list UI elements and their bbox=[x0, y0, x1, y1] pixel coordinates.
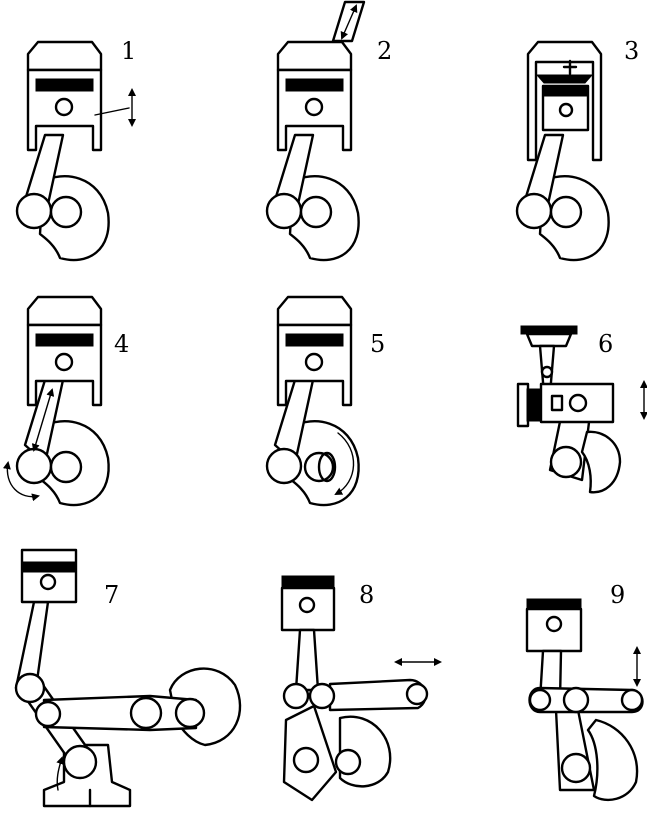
piston-pin bbox=[54, 352, 74, 372]
crankshaft-journal bbox=[49, 195, 83, 229]
panel-4-piston-crank: 4 bbox=[2, 295, 129, 507]
piston-pin bbox=[304, 97, 324, 117]
figure-label-5: 5 bbox=[370, 330, 385, 358]
journal-collar bbox=[317, 451, 337, 483]
figure-label-4: 4 bbox=[114, 330, 129, 358]
crank-pin bbox=[15, 192, 53, 230]
feed-motion-arrow bbox=[340, 4, 358, 40]
crank-pin bbox=[265, 192, 303, 230]
panel-3-piston-crank: 3 bbox=[515, 37, 639, 262]
swing-arc-arrow bbox=[2, 461, 40, 502]
left-crank-pin bbox=[292, 746, 320, 774]
crank-pin bbox=[515, 192, 553, 230]
rotation-arrow bbox=[334, 432, 355, 495]
link-pin-right bbox=[308, 682, 336, 710]
panel-1-piston-crank: 1 bbox=[15, 37, 136, 262]
piston-ring bbox=[542, 85, 589, 97]
crank-pin bbox=[15, 447, 53, 485]
link-pin-left bbox=[282, 682, 310, 710]
piston-ring bbox=[285, 78, 344, 92]
crankshaft-journal bbox=[299, 195, 333, 229]
cylinder-head bbox=[526, 40, 603, 162]
link-pin-left bbox=[528, 688, 552, 712]
bearing-shell bbox=[526, 388, 542, 422]
crank-pin bbox=[560, 752, 592, 784]
leader-line bbox=[94, 107, 130, 116]
figure-label-3: 3 bbox=[624, 37, 639, 65]
piston-ring bbox=[285, 333, 344, 347]
crank-pin bbox=[549, 445, 583, 479]
piston-pin bbox=[545, 615, 563, 633]
piston-crown bbox=[276, 295, 353, 327]
crankshaft-journal bbox=[49, 450, 83, 484]
panel-8-linkage: 8 bbox=[280, 575, 442, 802]
figure-label-8: 8 bbox=[359, 581, 374, 609]
crank-web bbox=[580, 430, 622, 494]
long-lever bbox=[42, 694, 198, 732]
piston-crown bbox=[276, 40, 353, 72]
figure-label-2: 2 bbox=[377, 37, 392, 65]
piston-ring bbox=[21, 561, 77, 573]
link-pin-right bbox=[620, 688, 644, 712]
figure-label-1: 1 bbox=[121, 37, 136, 65]
panel-2-piston-crank: 2 bbox=[265, 0, 392, 262]
lever-pin-left bbox=[34, 700, 62, 728]
piston-crown bbox=[26, 295, 103, 327]
link-end-pin bbox=[405, 682, 429, 706]
panel-7-linkage: 7 bbox=[14, 548, 242, 808]
crankshaft-journal bbox=[549, 195, 583, 229]
lever-pin-right bbox=[174, 697, 206, 729]
rod-pin bbox=[540, 365, 554, 379]
piston-ring bbox=[35, 78, 94, 92]
bearing-boss bbox=[550, 394, 564, 412]
lever-pin-middle bbox=[129, 696, 163, 730]
piston-ring bbox=[35, 333, 94, 347]
piston-crown bbox=[281, 575, 335, 589]
lower-pivot bbox=[62, 744, 98, 780]
piston-crown bbox=[26, 40, 103, 72]
rotation-arrow bbox=[56, 756, 64, 791]
piston-crown bbox=[526, 598, 582, 610]
crank-pin bbox=[265, 447, 303, 485]
right-crank-pin bbox=[334, 748, 362, 776]
piston-skirt bbox=[525, 332, 573, 348]
panel-5-piston-crank: 5 bbox=[265, 295, 385, 507]
piston-pin bbox=[54, 97, 74, 117]
panel-9-linkage: 9 bbox=[525, 581, 644, 802]
figure-label-7: 7 bbox=[104, 581, 119, 609]
rod-pivot bbox=[14, 672, 46, 704]
figure-label-9: 9 bbox=[610, 581, 625, 609]
connecting-rod bbox=[294, 628, 320, 692]
figure-label-6: 6 bbox=[598, 330, 613, 358]
bearing-bore bbox=[568, 393, 588, 413]
crank-web bbox=[586, 718, 639, 802]
rod-motion-arrow bbox=[31, 388, 55, 452]
panel-6-piston-assembly: 6 bbox=[516, 325, 647, 494]
piston-pin bbox=[558, 102, 574, 118]
piston-pin bbox=[304, 352, 324, 372]
piston-pin bbox=[39, 573, 57, 591]
link-pin-middle bbox=[562, 686, 590, 714]
combustion-charge bbox=[535, 74, 594, 84]
piston-pin bbox=[298, 596, 316, 614]
